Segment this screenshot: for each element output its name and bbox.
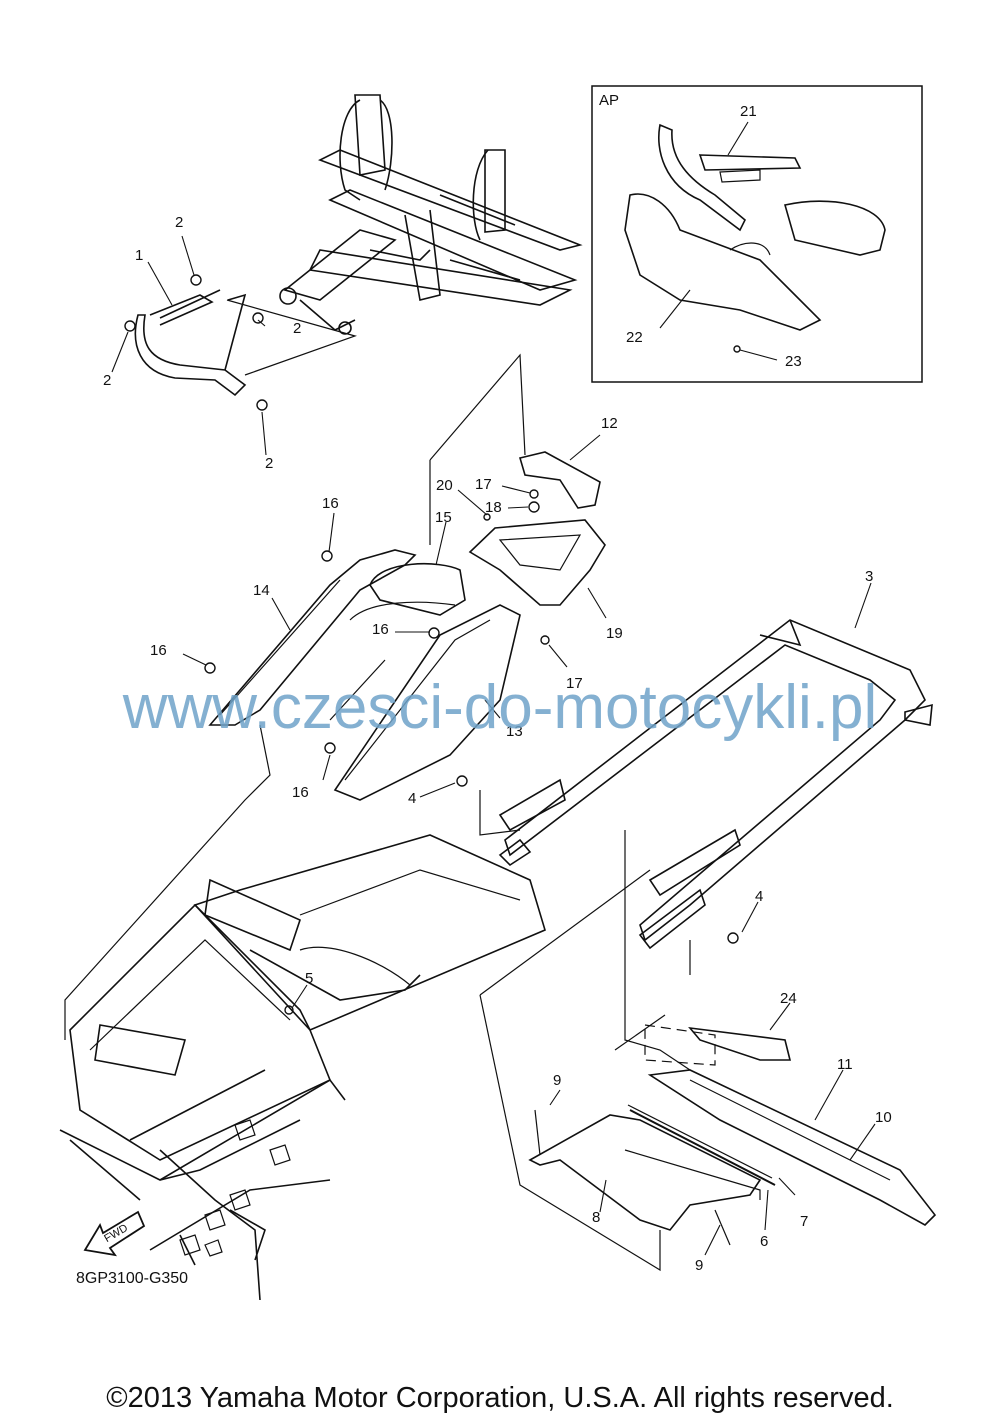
inset-frame (591, 85, 923, 383)
callout-4b: 4 (755, 888, 764, 905)
callout-8: 8 (592, 1209, 601, 1226)
front-frame (279, 94, 583, 335)
callout-17b: 17 (566, 675, 583, 692)
part-12 (518, 451, 601, 509)
part-8 (528, 1114, 762, 1231)
watermark: www.czesci-do-motocykli.pl (122, 673, 878, 742)
rear-bumper (498, 619, 933, 950)
callout-23: 23 (785, 353, 802, 370)
callout-21: 21 (740, 103, 757, 120)
inset-tag: AP (599, 92, 620, 109)
callout-20: 20 (436, 477, 453, 494)
inset-parts (624, 123, 886, 331)
callout-16b: 16 (150, 642, 167, 659)
part-19 (468, 519, 606, 606)
callout-2a: 2 (175, 214, 184, 231)
callout-16c: 16 (372, 621, 389, 638)
callout-11: 11 (837, 1056, 853, 1073)
callout-7: 7 (800, 1213, 809, 1230)
callout-2b: 2 (103, 372, 112, 389)
callout-16d: 16 (292, 784, 309, 801)
part-15 (369, 562, 466, 616)
callout-13: 13 (506, 723, 523, 740)
part-14 (208, 549, 417, 726)
grab-bar (134, 289, 247, 397)
callout-10: 10 (875, 1109, 892, 1126)
callout-15: 15 (435, 509, 452, 526)
part-10 (647, 1069, 937, 1226)
callout-18: 18 (485, 499, 502, 516)
callout-24: 24 (780, 990, 797, 1007)
guide-lines (64, 299, 761, 1272)
part-13 (333, 604, 521, 801)
tunnel-frame (59, 834, 546, 1301)
callout-3: 3 (865, 568, 874, 585)
doc-code: 8GP3100-G350 (76, 1270, 189, 1287)
callout-14: 14 (253, 582, 270, 599)
callout-12: 12 (601, 415, 618, 432)
callout-19: 19 (606, 625, 623, 642)
callout-leaders (111, 121, 876, 1256)
callout-16a: 16 (322, 495, 339, 512)
fwd-arrow-icon (83, 1210, 146, 1257)
callout-1: 1 (135, 247, 144, 264)
callout-17a: 17 (475, 476, 492, 493)
part-24 (688, 1026, 792, 1061)
callout-5: 5 (305, 970, 314, 987)
running-board-holes (179, 1119, 291, 1257)
callout-2d: 2 (265, 455, 274, 472)
part-6 (629, 1109, 776, 1186)
copyright-notice: ©2013 Yamaha Motor Corporation, U.S.A. A… (106, 1382, 894, 1414)
callout-4a: 4 (408, 790, 417, 807)
callout-2c: 2 (293, 320, 302, 337)
callout-22: 22 (626, 329, 643, 346)
callout-9b: 9 (695, 1257, 704, 1274)
fwd-label: FWD (102, 1222, 130, 1245)
callout-6: 6 (760, 1233, 769, 1250)
bolts (124, 274, 741, 1015)
callout-9a: 9 (553, 1072, 562, 1089)
